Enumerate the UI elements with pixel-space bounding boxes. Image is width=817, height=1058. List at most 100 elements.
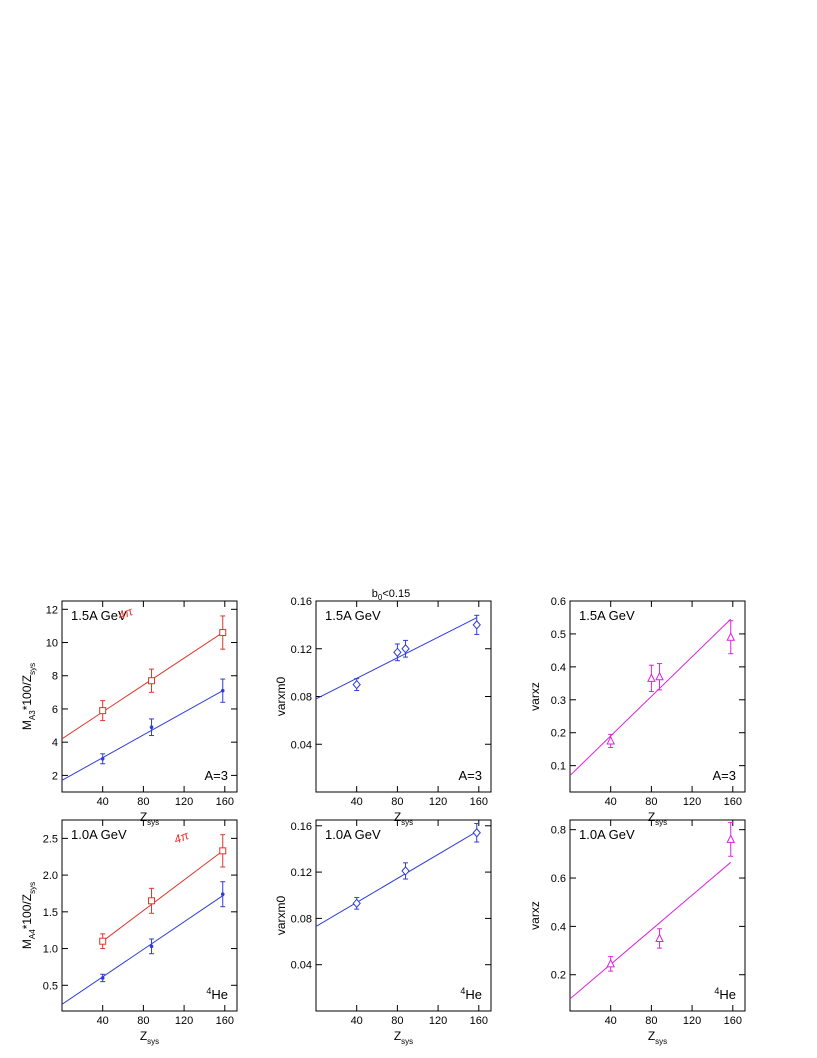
annotation-4pi: 4π — [116, 604, 136, 623]
series-1 — [570, 821, 736, 1000]
fit-line — [570, 618, 732, 776]
x-tick-label: 160 — [216, 796, 234, 808]
y-tick-label: 0.04 — [291, 960, 312, 972]
x-axis-label-main: Z — [394, 810, 401, 824]
figure-top-label: b0<0.15 — [372, 588, 410, 602]
y-tick-label: 0.6 — [551, 596, 566, 608]
x-tick-label: 120 — [175, 1015, 193, 1027]
energy-label: 1.5A GeV — [71, 608, 127, 623]
energy-label: 1.5A GeV — [579, 608, 635, 623]
y-tick-label: 1.0 — [43, 944, 58, 956]
x-axis-label-sub: sys — [655, 1037, 667, 1046]
data-point — [606, 735, 616, 745]
x-axis-label-sub: sys — [655, 818, 667, 827]
y-tick-label: 12 — [46, 604, 58, 616]
data-point — [148, 677, 156, 685]
x-tick-label: 80 — [137, 1015, 149, 1027]
data-point — [726, 632, 736, 641]
x-tick-label: 80 — [391, 1015, 403, 1027]
x-tick-label: 160 — [470, 796, 488, 808]
y-axis-label-main: M — [20, 720, 34, 730]
x-tick-label: 120 — [683, 1015, 701, 1027]
y-axis-label-main: M — [20, 939, 34, 949]
corner-label: A=3 — [459, 768, 483, 783]
data-point — [219, 629, 227, 637]
x-tick-label: 160 — [724, 1015, 742, 1027]
x-axis-label-sub: sys — [401, 818, 413, 827]
data-point — [149, 725, 154, 730]
data-point — [401, 643, 410, 654]
x-tick-label: 40 — [605, 796, 617, 808]
data-point — [99, 937, 107, 945]
y-tick-label: 0.12 — [291, 644, 312, 656]
fit-line — [62, 632, 224, 740]
x-tick-label: 80 — [645, 796, 657, 808]
x-tick-label: 80 — [645, 1015, 657, 1027]
x-axis-label-sub: sys — [147, 818, 159, 827]
y-tick-label: 0.08 — [291, 913, 312, 925]
data-point — [149, 944, 154, 949]
data-point — [655, 933, 664, 942]
corner-label: 4He — [714, 986, 736, 1002]
x-axis-label-sub: sys — [147, 1037, 159, 1046]
y-axis-label-sub2: sys — [28, 882, 37, 894]
series-1 — [62, 615, 227, 740]
energy-label: 1.5A GeV — [325, 608, 381, 623]
data-point — [100, 756, 105, 761]
x-tick-label: 40 — [97, 796, 109, 808]
x-tick-label: 40 — [351, 1015, 363, 1027]
data-point — [655, 671, 664, 681]
y-tick-label: 6 — [52, 704, 58, 716]
data-point — [220, 892, 225, 896]
x-axis-label-main: Z — [140, 810, 147, 824]
fit-line — [570, 861, 732, 1000]
data-point — [100, 976, 105, 980]
energy-label: 1.0A GeV — [579, 827, 635, 842]
y-tick-label: 2.5 — [43, 833, 58, 845]
x-tick-label: 120 — [429, 796, 447, 808]
data-point — [352, 898, 361, 909]
y-axis-label: varxm0 — [274, 896, 288, 936]
data-point — [472, 620, 481, 630]
x-tick-label: 160 — [216, 1015, 234, 1027]
y-axis-label-rest: *100/Z — [20, 675, 34, 710]
corner-label-main: He — [465, 987, 482, 1002]
y-tick-label: 2.0 — [43, 870, 58, 882]
corner-label-sup: 4 — [460, 986, 465, 996]
series-2 — [62, 678, 226, 781]
y-tick-label: 0.3 — [551, 695, 566, 707]
y-axis-label-sub2: sys — [28, 663, 37, 675]
x-tick-label: 40 — [351, 796, 363, 808]
data-point — [606, 958, 616, 968]
y-axis-label: varxz — [528, 901, 542, 930]
corner-label: A=3 — [713, 768, 737, 783]
y-axis-label: MA4*100/Zsys — [20, 882, 37, 949]
plot-frame — [569, 600, 746, 793]
fit-line — [102, 850, 224, 942]
y-axis-label: MA3*100/Zsys — [20, 663, 37, 730]
y-axis-label-main: varxz — [528, 901, 542, 930]
y-tick-label: 0.8 — [551, 825, 566, 837]
x-tick-label: 80 — [137, 796, 149, 808]
energy-label: 1.0A GeV — [325, 827, 381, 842]
series-1 — [316, 614, 481, 700]
series-2 — [62, 881, 226, 1005]
data-point — [99, 707, 107, 715]
x-tick-label: 40 — [97, 1015, 109, 1027]
series-1 — [99, 834, 227, 950]
energy-label: 1.0A GeV — [71, 827, 127, 842]
x-axis-label: Zsys — [648, 1029, 667, 1046]
data-point — [401, 866, 410, 876]
y-tick-label: 1.5 — [43, 907, 58, 919]
y-tick-label: 0.1 — [551, 761, 566, 773]
y-tick-label: 0.4 — [551, 662, 566, 674]
plot-frame — [569, 819, 746, 1012]
y-axis-label-main: varxz — [528, 682, 542, 711]
data-point — [219, 847, 227, 855]
